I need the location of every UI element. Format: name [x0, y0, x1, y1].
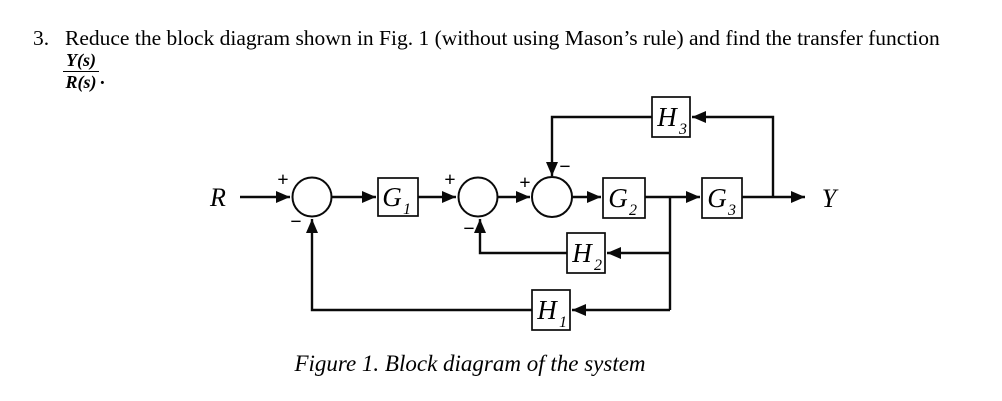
fraction-numerator: Y(s): [63, 51, 99, 72]
problem-number: 3.: [33, 26, 50, 50]
block-g1-label: G: [382, 182, 402, 212]
block-h1: [531, 289, 571, 331]
block-g3-label: G: [707, 183, 727, 213]
block-g2-subscript: 2: [629, 202, 637, 219]
wire-h1-to-sum1: [306, 219, 532, 312]
summing-junction-2: [457, 176, 499, 218]
problem-statement: 3. Reduce the block diagram shown in Fig.…: [33, 26, 940, 51]
block-g2: [602, 177, 646, 219]
sum1-plus-sign: +: [277, 169, 288, 191]
wire-h2-to-sum2: [474, 219, 567, 255]
block-h3-label: H: [656, 102, 678, 132]
sum3-plus-sign: +: [519, 172, 530, 194]
block-h3: [651, 96, 691, 138]
output-label-y: Y: [822, 184, 839, 213]
block-g3-subscript: 3: [727, 202, 736, 219]
block-g1: [377, 177, 419, 217]
fraction-denominator: R(s): [65, 71, 97, 92]
sum3-minus-sign: −: [559, 156, 570, 178]
block-h2-label: H: [571, 238, 593, 268]
sum1-minus-sign: −: [290, 211, 301, 233]
wire-takeoff-g3-to-h3: [692, 111, 775, 197]
block-h1-subscript: 1: [559, 314, 567, 331]
sum2-minus-sign: −: [463, 218, 474, 240]
input-label-r: R: [209, 183, 226, 212]
transfer-function-fraction: Y(s)R(s).: [63, 51, 105, 92]
block-h3-subscript: 3: [678, 121, 687, 138]
summing-junction-1: [291, 176, 333, 218]
problem-text: Reduce the block diagram shown in Fig. 1…: [65, 26, 940, 50]
block-h1-label: H: [536, 295, 558, 325]
block-g1-subscript: 1: [403, 201, 411, 218]
wire-h3-to-sum3: [546, 115, 652, 176]
block-g2-label: G: [608, 183, 628, 213]
block-g3: [701, 177, 743, 219]
fraction-period: .: [100, 68, 105, 89]
summing-junction-3: [531, 176, 573, 218]
sum2-plus-sign: +: [444, 169, 455, 191]
block-h2-subscript: 2: [594, 257, 602, 274]
block-h2: [566, 232, 606, 274]
figure-caption: Figure 1. Block diagram of the system: [294, 351, 646, 376]
